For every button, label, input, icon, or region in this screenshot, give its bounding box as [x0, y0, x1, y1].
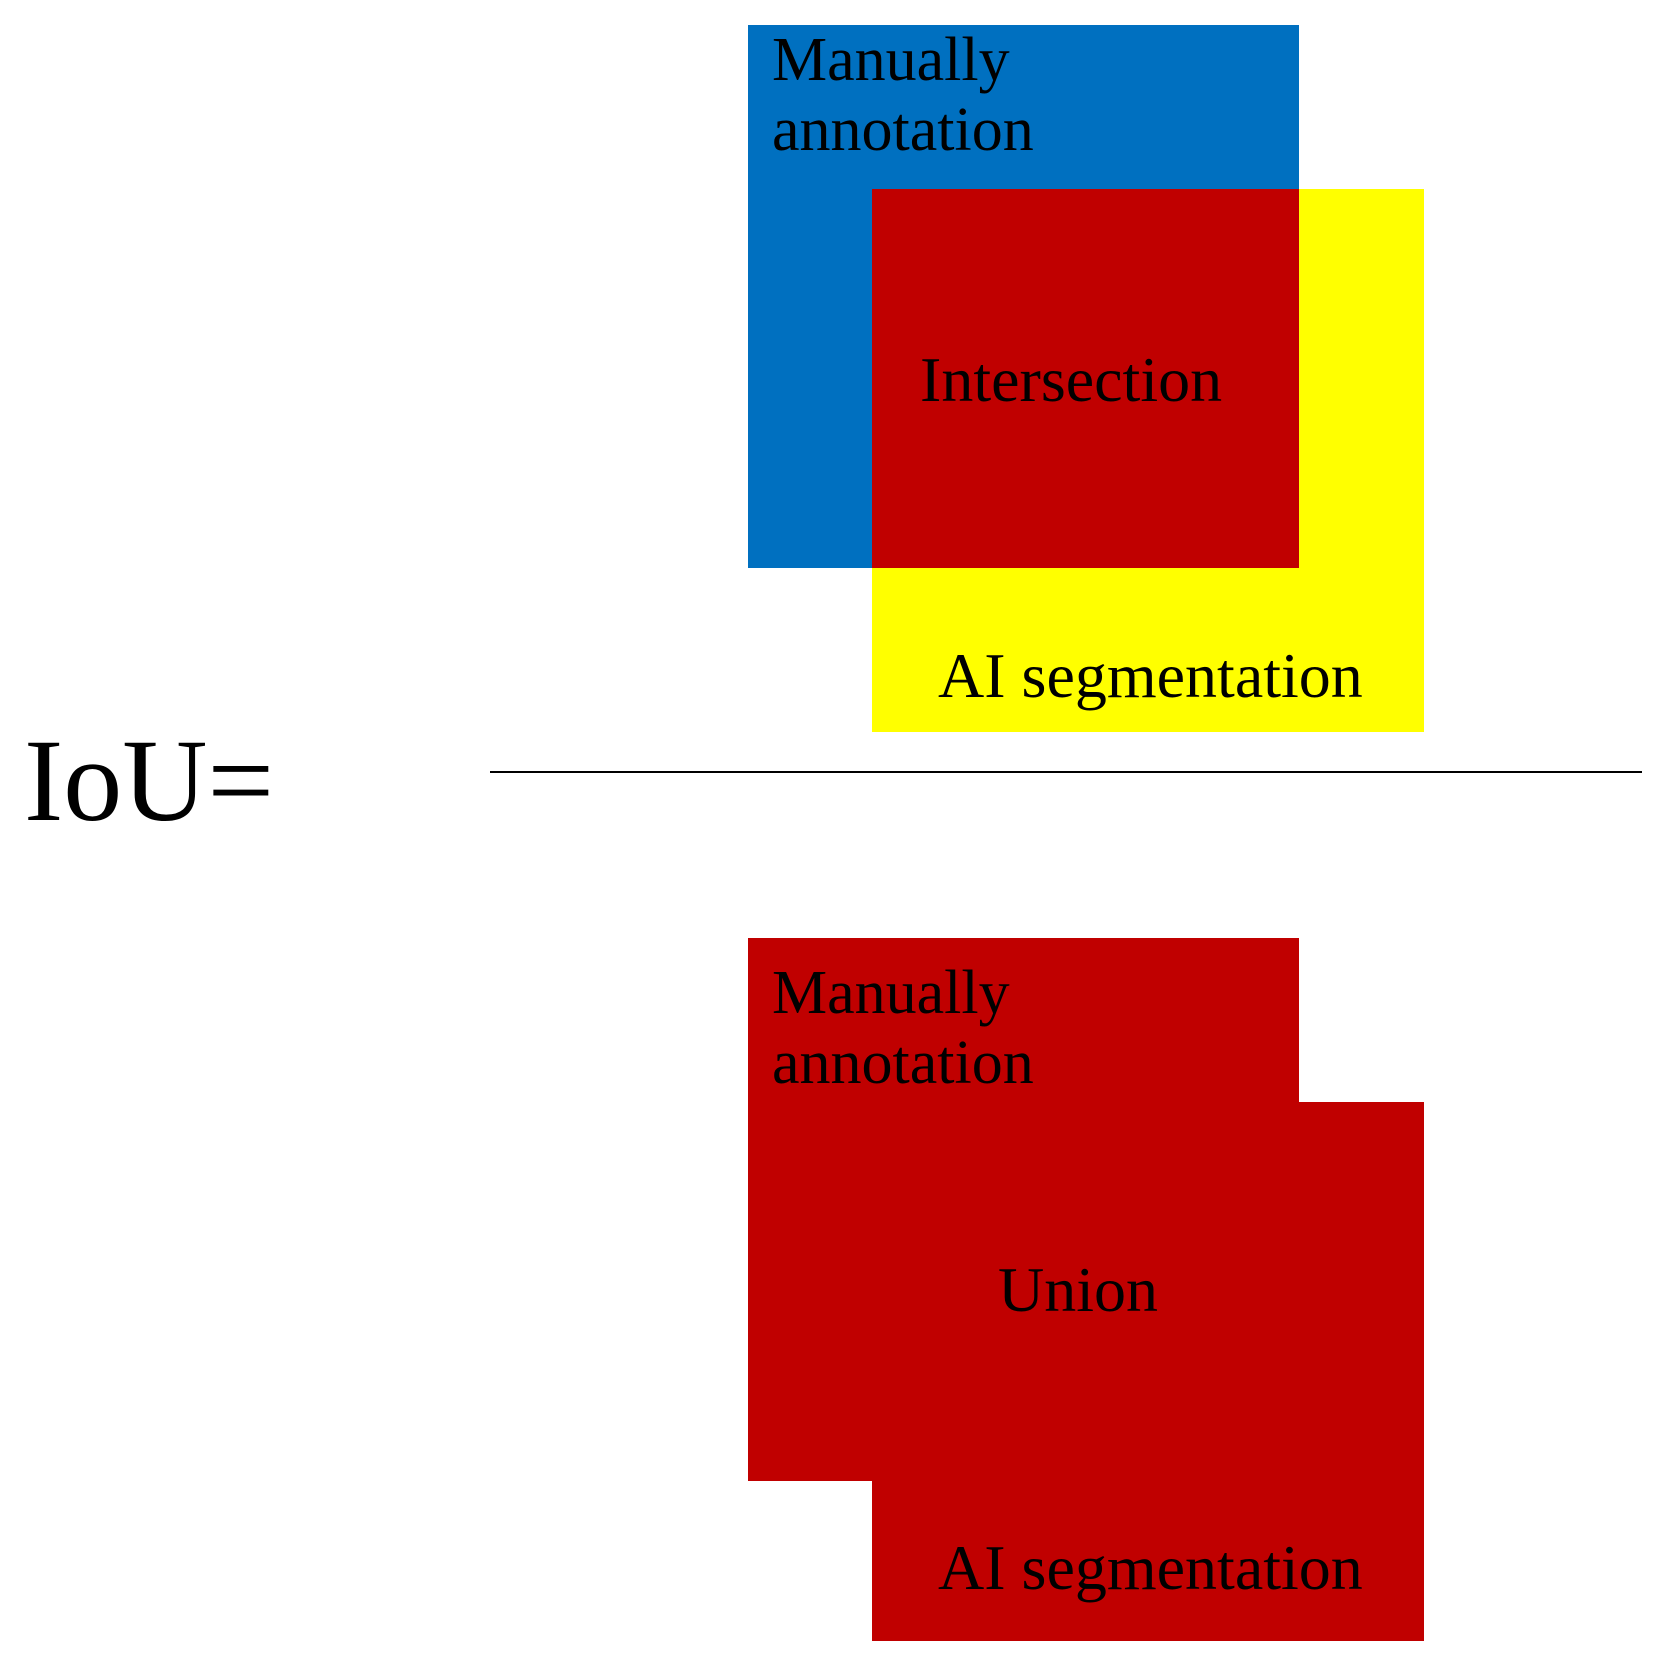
union-label: Union	[998, 1254, 1158, 1325]
iou-formula-label: IoU=	[24, 715, 275, 846]
intersection-region	[872, 189, 1299, 568]
union-manual-annotation-label-line2: annotation	[772, 1029, 1034, 1097]
manual-annotation-label-line1: Manually	[772, 26, 1010, 94]
union-ai-box	[872, 1102, 1424, 1641]
ai-segmentation-label: AI segmentation	[938, 640, 1363, 711]
union-manual-annotation-label-line1: Manually	[772, 959, 1010, 1027]
union-manual-annotation-label: Manually annotation	[772, 958, 1034, 1098]
fraction-bar	[490, 771, 1642, 773]
manual-annotation-label: Manually annotation	[772, 25, 1034, 165]
manual-annotation-label-line2: annotation	[772, 96, 1034, 164]
union-ai-segmentation-label: AI segmentation	[938, 1532, 1363, 1603]
intersection-label: Intersection	[920, 344, 1223, 415]
